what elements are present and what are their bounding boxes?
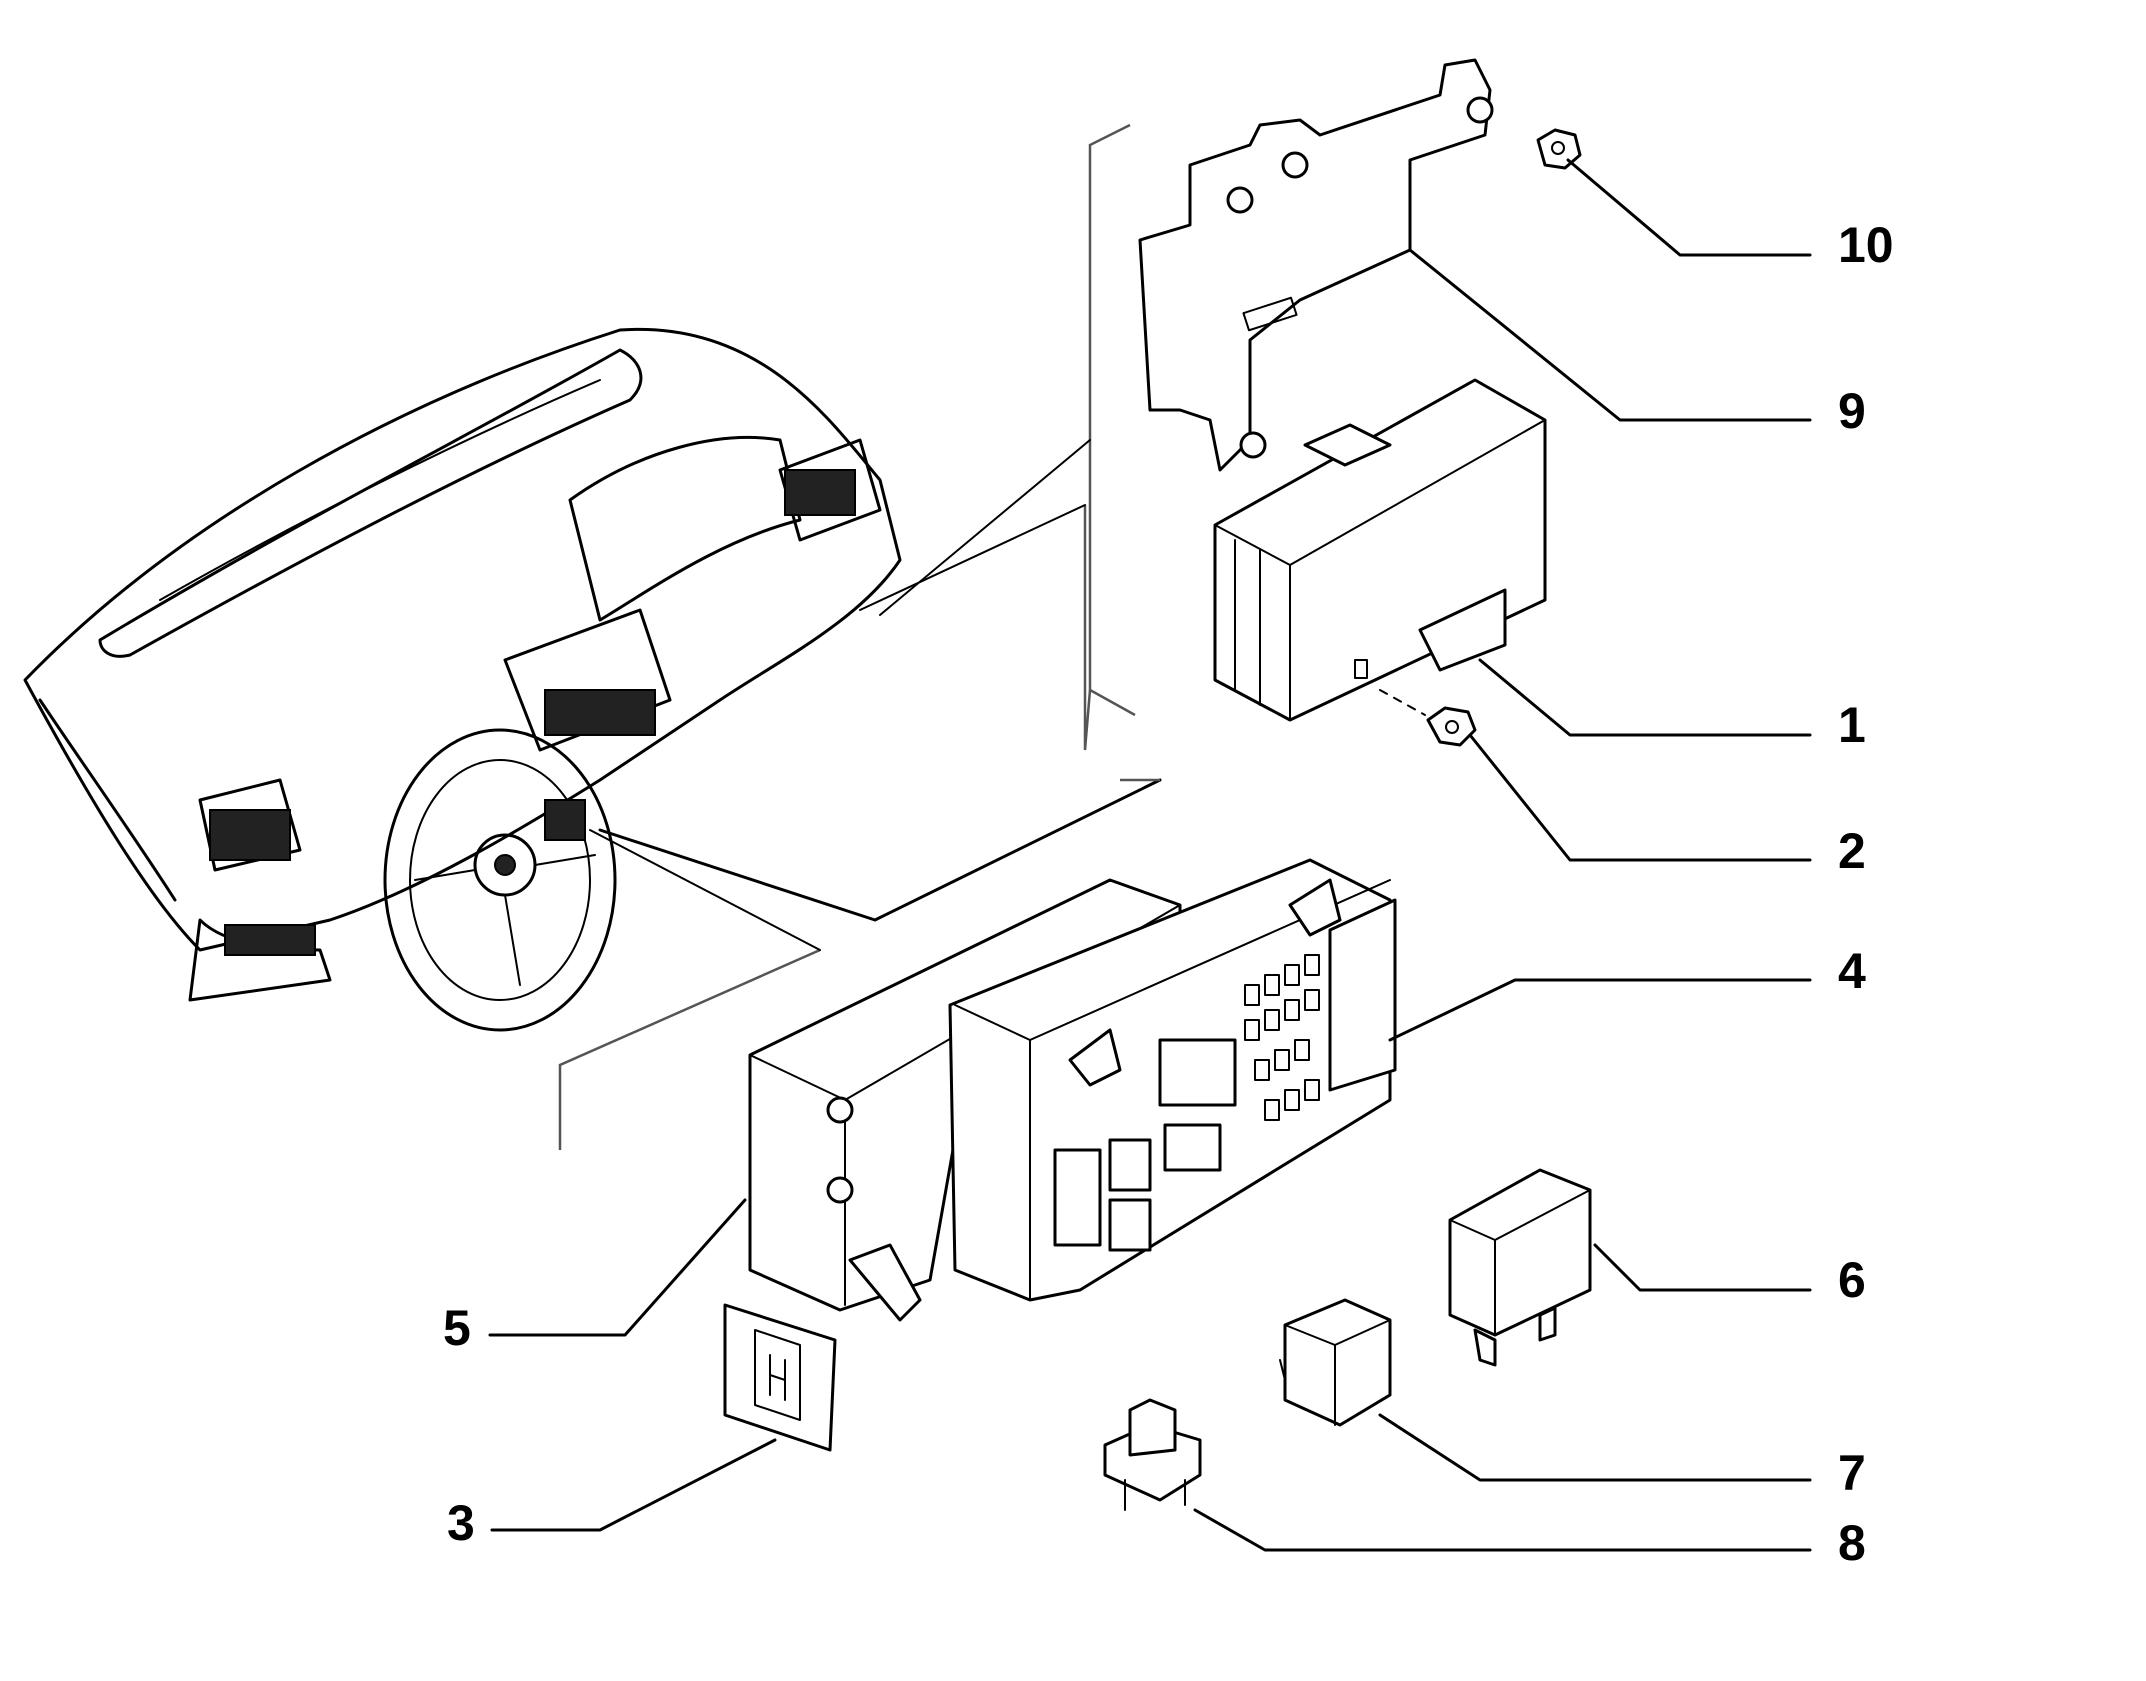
callout-label-10: 10	[1838, 217, 1894, 273]
callout-labels: 10 9 1 2 4 5 6 7 8 3	[443, 217, 1894, 1571]
callout-label-5: 5	[443, 1300, 471, 1356]
callout-label-6: 6	[1838, 1252, 1866, 1308]
callout-label-8: 8	[1838, 1515, 1866, 1571]
callout-label-7: 7	[1838, 1445, 1866, 1501]
part-relay-small	[1279, 1298, 1392, 1427]
reference-lines	[558, 123, 1160, 1150]
part-relay-large	[1448, 1168, 1592, 1367]
part-mounting-bracket	[1138, 58, 1494, 472]
dashboard-overview	[23, 327, 1162, 1032]
callout-label-9: 9	[1838, 383, 1866, 439]
part-control-unit	[1213, 378, 1547, 722]
part-fuse	[1103, 1398, 1202, 1511]
part-nut-small	[1379, 689, 1477, 747]
leader-lines	[488, 158, 1812, 1552]
part-retainer-clip	[723, 1303, 837, 1452]
callout-label-4: 4	[1838, 943, 1866, 999]
callout-label-3: 3	[447, 1495, 475, 1551]
callout-label-2: 2	[1838, 823, 1866, 879]
part-nut-top	[1536, 128, 1582, 170]
part-fuse-box-main	[948, 858, 1397, 1302]
callout-label-1: 1	[1838, 697, 1866, 753]
